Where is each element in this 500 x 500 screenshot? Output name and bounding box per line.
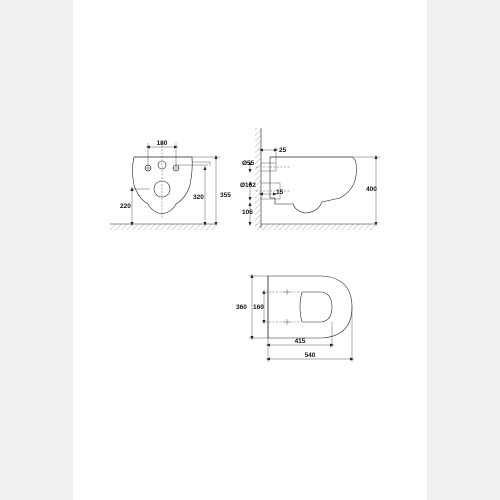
dim-102: Ø102: [240, 182, 256, 189]
dim-540: 540: [305, 352, 316, 359]
floor-hatch: [110, 224, 215, 230]
wall-hatch: [255, 128, 261, 228]
side-view: 25 Ø55 Ø102 15 106 400: [240, 128, 380, 230]
top-view: 360 160 415 540: [236, 274, 354, 362]
front-view: 180 220 320 355: [110, 140, 231, 230]
dim-180: 180: [157, 140, 168, 147]
dim-55: Ø55: [242, 160, 255, 167]
dim-355: 355: [220, 192, 231, 199]
dim-15: 15: [276, 189, 284, 196]
bowl-outline: [132, 156, 193, 215]
dim-400: 400: [366, 186, 377, 193]
dim-106: 106: [242, 209, 253, 216]
outlet-pipe: [261, 182, 281, 200]
dim-415: 415: [295, 338, 306, 345]
center-marks: [145, 165, 179, 171]
floor-hatch-side: [255, 224, 375, 230]
inlet-pipe: [261, 162, 277, 172]
side-tab: [192, 161, 211, 166]
seat-opening: [299, 291, 333, 323]
dim-25: 25: [279, 147, 287, 154]
dim-160: 160: [253, 304, 264, 311]
top-outline: [267, 275, 353, 339]
bowl-side-outline: [269, 156, 357, 214]
dim-220: 220: [120, 203, 131, 210]
dim-360: 360: [236, 304, 247, 311]
dim-320: 320: [193, 194, 204, 201]
drawing-sheet: [73, 0, 427, 500]
